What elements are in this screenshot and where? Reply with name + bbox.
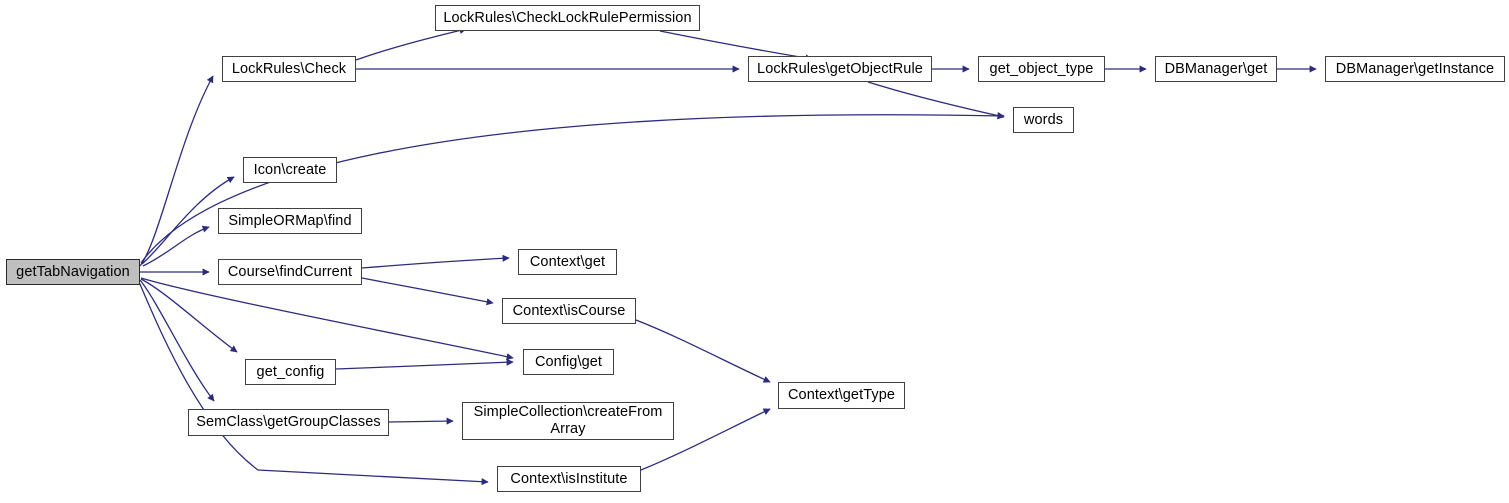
edge-contextIsCourse-to-contextGetType <box>635 319 771 383</box>
graph-node-dbManagerGet[interactable]: DBManager\get <box>1155 56 1277 82</box>
edge-getTabNavigation-to-getConfig <box>140 278 238 353</box>
graph-node-getTabNavigation[interactable]: getTabNavigation <box>6 259 140 285</box>
edge-getTabNavigation-to-words <box>140 112 1005 264</box>
graph-node-contextIsInstitute[interactable]: Context\isInstitute <box>497 466 641 492</box>
edge-courseFindCurrent-to-contextIsCourse <box>361 277 494 306</box>
edge-checkLockRulePermission-to-getObjectRule <box>659 30 813 62</box>
edge-getTabNavigation-to-lockRulesCheck <box>139 75 214 267</box>
graph-node-contextGet[interactable]: Context\get <box>518 249 617 275</box>
graph-node-getConfig[interactable]: get_config <box>245 359 336 385</box>
edge-courseFindCurrent-to-contextGet <box>361 254 510 269</box>
graph-node-lockRulesCheck[interactable]: LockRules\Check <box>222 56 356 82</box>
graph-node-getObjectType[interactable]: get_object_type <box>978 56 1105 82</box>
edge-getObjectRule-to-words <box>867 81 1005 120</box>
graph-node-simpleORMapFind[interactable]: SimpleORMap\find <box>218 208 362 234</box>
graph-node-dbManagerGetInstance[interactable]: DBManager\getInstance <box>1325 56 1505 82</box>
graph-node-courseFindCurrent[interactable]: Course\findCurrent <box>218 259 362 285</box>
graph-node-words[interactable]: words <box>1013 107 1074 133</box>
graph-node-getObjectRule[interactable]: LockRules\getObjectRule <box>748 56 932 82</box>
edge-semClassGetGroupClasses-to-simpleCollectionCreateFromArray <box>388 417 454 425</box>
graph-node-semClassGetGroupClasses[interactable]: SemClass\getGroupClasses <box>188 409 389 436</box>
graph-node-simpleCollectionCreateFromArray[interactable]: SimpleCollection\createFrom Array <box>462 402 674 440</box>
graph-node-contextIsCourse[interactable]: Context\isCourse <box>502 298 636 324</box>
edge-getTabNavigation-to-semClassGetGroupClasses <box>139 279 215 402</box>
graph-node-checkLockRulePermission[interactable]: LockRules\CheckLockRulePermission <box>435 5 700 31</box>
edge-getTabNavigation-to-simpleORMapFind <box>142 225 210 267</box>
graph-node-contextGetType[interactable]: Context\getType <box>778 382 905 409</box>
edge-getConfig-to-configGet <box>335 358 514 370</box>
edge-getTabNavigation-to-configGet <box>140 277 514 361</box>
graph-node-iconCreate[interactable]: Icon\create <box>243 157 337 183</box>
edge-lockRulesCheck-to-checkLockRulePermission <box>355 27 467 61</box>
graph-node-configGet[interactable]: Config\get <box>523 349 614 375</box>
